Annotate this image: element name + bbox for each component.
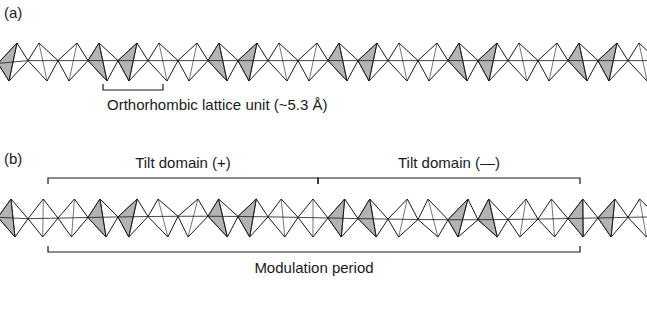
octahedra-chain — [0, 199, 647, 237]
domain-bracket — [318, 178, 580, 184]
octahedron — [178, 199, 208, 237]
octahedron — [298, 43, 328, 81]
octahedra-chain — [0, 43, 647, 81]
octahedron — [298, 199, 328, 237]
octahedron — [448, 43, 478, 81]
octahedron — [568, 199, 598, 237]
octahedron — [328, 199, 358, 237]
octahedron — [478, 199, 508, 237]
period-bracket — [48, 246, 580, 252]
octahedron — [208, 43, 238, 81]
octahedron — [538, 43, 568, 81]
octahedron — [148, 43, 178, 81]
octahedron — [388, 199, 418, 237]
octahedron — [148, 199, 178, 237]
domain-bracket — [48, 178, 318, 184]
octahedron — [358, 43, 388, 81]
octahedron — [208, 199, 238, 237]
panel-label: (a) — [4, 4, 22, 22]
octahedron — [268, 199, 298, 237]
octahedron — [538, 199, 568, 237]
domain-label: Tilt domain (+) — [135, 154, 231, 172]
octahedron — [598, 43, 628, 81]
octahedron — [418, 43, 448, 81]
octahedron — [508, 199, 538, 237]
octahedron — [118, 43, 148, 81]
octahedron — [0, 43, 28, 81]
octahedron — [628, 43, 647, 81]
octahedron — [568, 43, 598, 81]
octahedron — [88, 199, 118, 237]
octahedron — [448, 199, 478, 237]
octahedron — [58, 199, 88, 237]
octahedron — [388, 43, 418, 81]
octahedron — [238, 43, 268, 81]
octahedron — [418, 199, 448, 237]
octahedron — [508, 43, 538, 81]
domain-label: Tilt domain (—) — [398, 154, 500, 172]
octahedron — [628, 199, 647, 237]
octahedron — [478, 43, 508, 81]
lattice-bracket — [103, 84, 163, 90]
octahedron — [238, 199, 268, 237]
octahedron — [28, 199, 58, 237]
octahedron — [88, 43, 118, 81]
octahedron — [178, 43, 208, 81]
octahedron — [268, 43, 298, 81]
octahedron — [328, 43, 358, 81]
lattice-label: Orthorhombic lattice unit (~5.3 Å) — [107, 96, 328, 114]
octahedron — [0, 199, 28, 237]
panel-label: (b) — [4, 150, 22, 168]
octahedron — [58, 43, 88, 81]
period-label: Modulation period — [254, 259, 373, 277]
octahedron — [358, 199, 388, 237]
octahedron — [118, 199, 148, 237]
octahedron — [598, 199, 628, 237]
octahedron — [28, 43, 58, 81]
